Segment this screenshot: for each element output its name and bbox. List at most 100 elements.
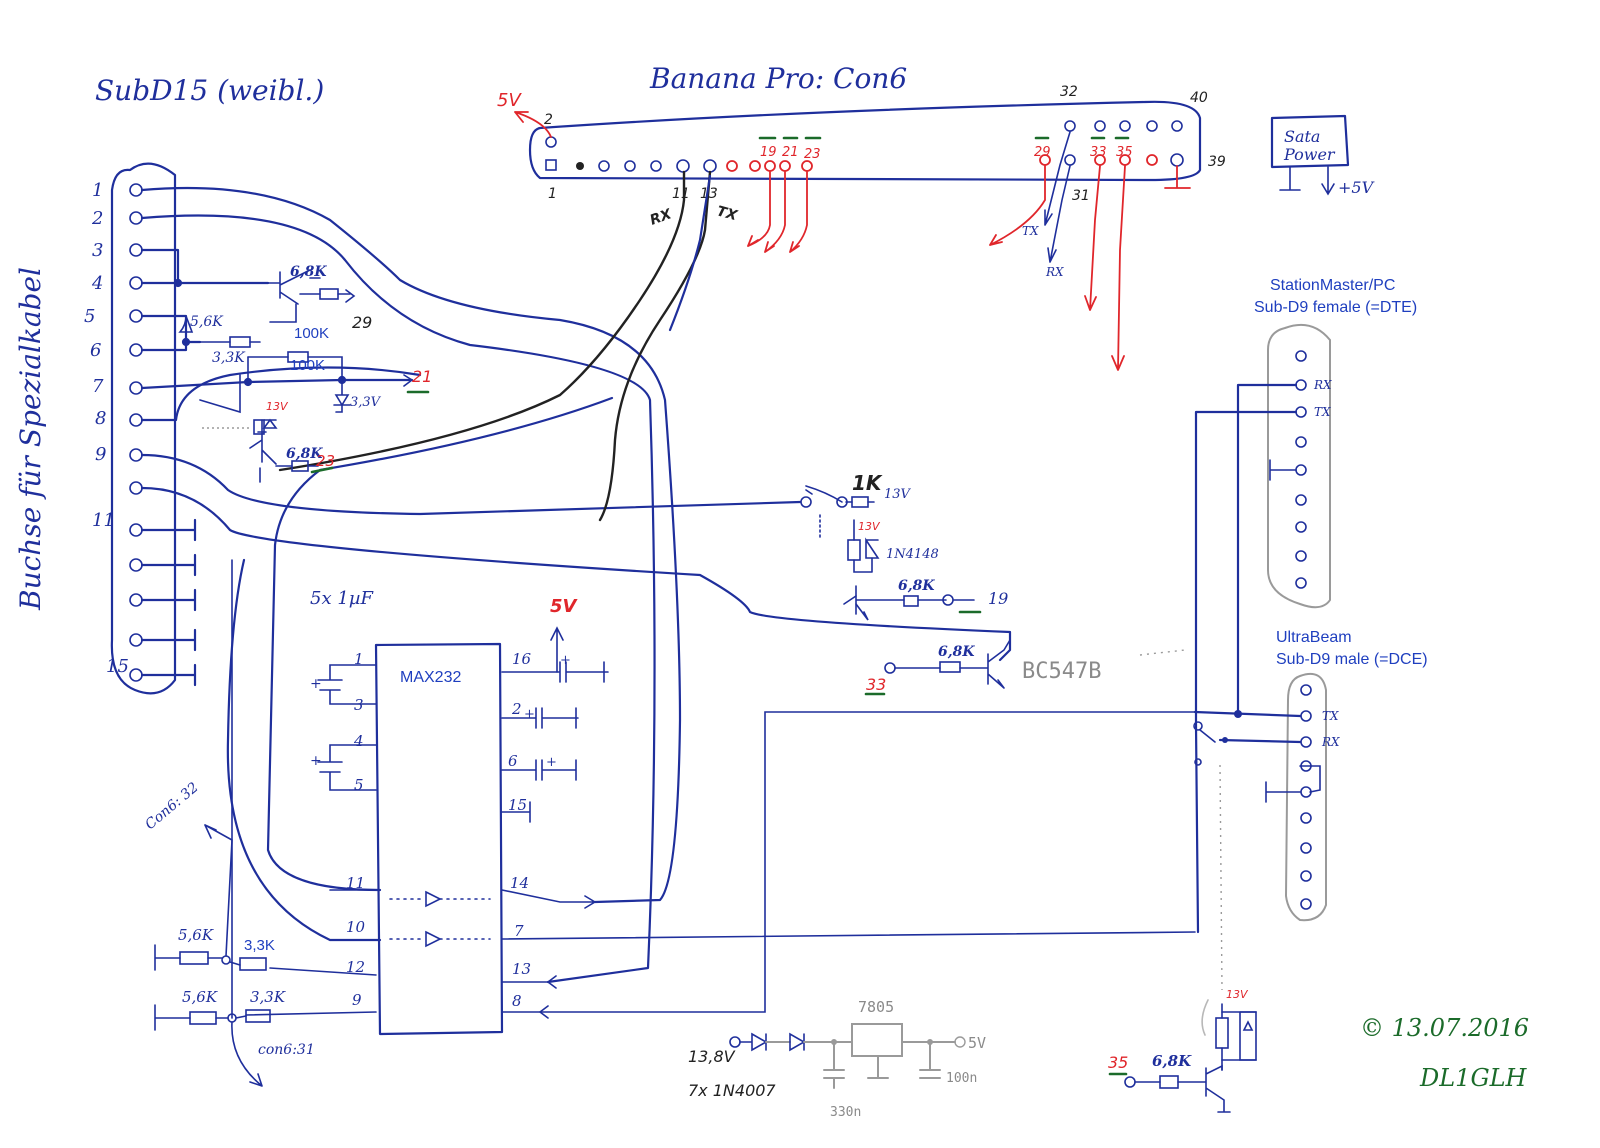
v13-label: 13V: [266, 400, 289, 413]
r-56k: 5,6K: [190, 314, 224, 330]
banana-pin-39: 39: [1208, 154, 1226, 170]
cap-plus-3: +: [560, 653, 571, 668]
subd15-pin-8: 8: [95, 408, 106, 429]
max232-pin-2: 2: [511, 700, 522, 718]
station-subtitle: Sub-D9 female (=DTE): [1254, 299, 1417, 316]
r-68k-b: 6,8K: [286, 446, 323, 462]
banana-pin-11: 11: [672, 186, 690, 202]
banana-title: Banana Pro: Con6: [649, 62, 907, 95]
banana-tx2-label: TX: [1022, 224, 1039, 238]
max232-pin-5: 5: [354, 776, 364, 794]
r-100k-b: 100K: [290, 357, 325, 374]
diode-1n4148: 1N4148: [886, 547, 939, 562]
subd15-pin-6: 6: [90, 340, 101, 361]
station-tx: TX: [1314, 405, 1331, 419]
subd15-pin-4: 4: [91, 273, 103, 294]
cap-100n: 100n: [946, 1071, 977, 1086]
supply-vout: 5V: [968, 1034, 986, 1052]
relay-pin-19: 19: [988, 589, 1008, 608]
r-33k-b: 3,3K: [250, 988, 286, 1006]
max232-pin-16: 16: [512, 650, 532, 668]
red-pin-23: 23: [804, 147, 821, 162]
relay-r-68k: 6,8K: [898, 578, 935, 594]
cap-330n: 330n: [830, 1105, 861, 1120]
max232-chip: [245, 626, 1196, 1036]
max232-label: MAX232: [400, 669, 461, 686]
subd15-pin-15: 15: [106, 656, 129, 677]
bottom-pin-35: 35: [1108, 1053, 1128, 1072]
left-transistor-circuit: [178, 269, 413, 483]
lower-left-resistors: [154, 559, 271, 1087]
subd15-pin-9: 9: [95, 444, 106, 465]
relay-circuit-center: [800, 485, 1011, 689]
subd15-pin-2: 2: [91, 208, 103, 229]
cap-plus-4: +: [524, 707, 535, 722]
sata-power: [1270, 114, 1350, 196]
red-pin-21: 21: [782, 145, 799, 160]
banana-tx-label: TX: [715, 203, 740, 224]
con6-32-label: Con6: 32: [142, 780, 201, 833]
max232-pin-4: 4: [353, 732, 364, 750]
r-1k: 1K: [852, 471, 883, 495]
left-pin-29: 29: [352, 313, 372, 332]
subd15-pin-11: 11: [92, 510, 115, 531]
subd15-pin-3: 3: [92, 240, 103, 261]
supply-vin: 13,8V: [688, 1047, 736, 1066]
subd15-pin-1: 1: [92, 180, 103, 201]
regulator-7805: 7805: [858, 998, 894, 1016]
sata-line2: Power: [1283, 145, 1336, 164]
bottom-v13: 13V: [1226, 988, 1249, 1001]
zener-label: 3,3V: [350, 395, 382, 410]
ultrabeam-subd9: [1193, 672, 1327, 991]
banana-supply-label: 5V: [497, 90, 522, 111]
banana-rx-label: RX: [648, 206, 675, 229]
subd15-side-label: Buchse für Spezialkabel: [14, 267, 47, 611]
max232-pin-8: 8: [512, 992, 522, 1010]
con6-31-label: con6:31: [258, 1042, 315, 1058]
left-pin-21: 21: [412, 367, 432, 386]
subd15-title: SubD15 (weibl.): [95, 74, 324, 107]
banana-pin-32: 32: [1060, 84, 1078, 100]
ultrabeam-title: UltraBeam: [1276, 629, 1352, 646]
cap-plus-5: +: [546, 755, 557, 770]
left-pin-23: 23: [316, 452, 335, 470]
banana-rx2-label: RX: [1045, 265, 1064, 279]
red-pin-35: 35: [1116, 145, 1133, 160]
max232-pin-11: 11: [346, 874, 365, 892]
max232-pin-7: 7: [514, 922, 524, 940]
banana-pin-31: 31: [1072, 188, 1090, 204]
r-56k-a: 5,6K: [178, 926, 214, 944]
ultrabeam-subtitle: Sub-D9 male (=DCE): [1276, 651, 1428, 668]
red-pin-29: 29: [1034, 145, 1051, 160]
bottom-r-68k: 6,8K: [1152, 1052, 1192, 1070]
station-title: StationMaster/PC: [1270, 277, 1395, 294]
banana-pin-1: 1: [548, 186, 557, 202]
sata-line1: Sata: [1284, 127, 1320, 146]
credit-call: DL1GLH: [1419, 1064, 1528, 1092]
max232-pin-1: 1: [354, 650, 364, 668]
subd15-pin-7: 7: [92, 376, 104, 397]
max232-pin-14: 14: [510, 874, 529, 892]
cap-plus-2: +: [310, 753, 322, 769]
r-68k-a: 6,8K: [290, 264, 327, 280]
power-supply: [729, 1023, 966, 1089]
credit-date: © 13.07.2016: [1360, 1014, 1529, 1042]
ultrabeam-tx: TX: [1322, 709, 1339, 723]
red-pin-33: 33: [1090, 145, 1107, 160]
relay-v13b: 13V: [858, 520, 881, 533]
sata-out: +5V: [1338, 178, 1375, 197]
max232-supply: 5V: [550, 596, 579, 617]
max232-pin-10: 10: [346, 918, 366, 936]
subd15-pin-5: 5: [84, 306, 95, 327]
station-rx: RX: [1313, 378, 1332, 392]
station-subd9: [1194, 324, 1331, 934]
cap-plus-1: +: [310, 676, 322, 692]
max232-pin-15: 15: [508, 796, 527, 814]
banana-pin-40: 40: [1190, 90, 1208, 106]
relay-pin-33: 33: [866, 675, 886, 694]
relay-r-68k-b: 6,8K: [938, 644, 975, 660]
ultrabeam-rx: RX: [1321, 735, 1340, 749]
r-56k-b: 5,6K: [182, 988, 218, 1006]
bottom-relay-circuit: [1124, 999, 1257, 1113]
